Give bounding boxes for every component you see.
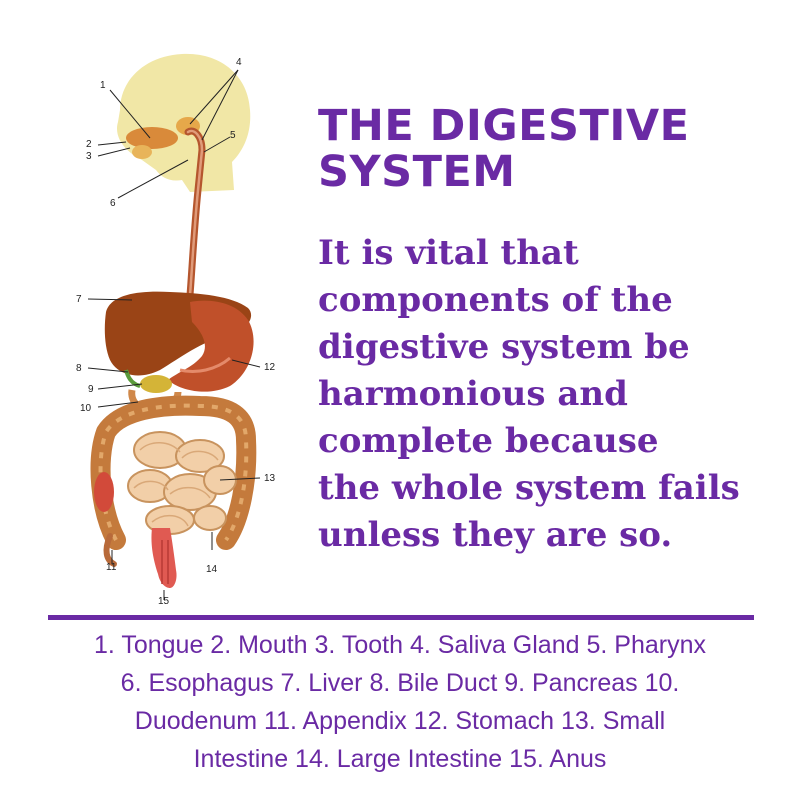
title-line-1: THE DIGESTIVE [318,101,690,151]
diagram-number-12: 12 [264,362,276,373]
title-line-2: SYSTEM [318,147,516,197]
legend-line: 6. Esophagus 7. Liver 8. Bile Duct 9. Pa… [120,669,680,697]
body-line: harmonious and [318,374,628,414]
body-line: complete because [318,421,659,461]
diagram-number-3: 3 [86,151,92,162]
diagram-number-13: 13 [264,473,276,484]
body-line: digestive system be [318,327,690,367]
diagram-number-14: 14 [206,564,218,575]
tongue-shape [126,127,178,149]
pancreas-shape [140,375,172,393]
legend: 1. Tongue 2. Mouth 3. Tooth 4. Saliva Gl… [30,626,770,778]
leader-lines [87,69,261,600]
diagram-number-4: 4 [236,57,242,68]
page-title: THE DIGESTIVE SYSTEM [318,103,758,195]
legend-line: Duodenum 11. Appendix 12. Stomach 13. Sm… [134,707,666,735]
digestive-system-diagram: 1 2 3 4 5 6 7 8 9 10 12 13 11 14 15 [70,40,300,610]
body-line: the whole system fails [318,468,740,508]
anus-shape [151,528,177,588]
diagram-number-5: 5 [230,130,236,141]
diagram-number-2: 2 [86,139,92,150]
diagram-number-15: 15 [158,596,170,607]
diagram-number-8: 8 [76,363,82,374]
diagram-number-1: 1 [100,80,106,91]
diagram-number-6: 6 [110,198,116,209]
stomach-shape [168,300,254,392]
legend-line: Intestine 14. Large Intestine 15. Anus [193,745,607,773]
digestive-system-illustration: 1 2 3 4 5 6 7 8 9 10 12 13 11 14 15 [76,53,276,607]
saliva-gland-shape-2 [132,145,152,159]
body-line: unless they are so. [318,515,673,555]
divider-rule [48,615,754,620]
body-line: It is vital that [318,233,579,273]
diagram-number-7: 7 [76,294,82,305]
diagram-number-10: 10 [80,403,92,414]
body-line: components of the [318,280,673,320]
small-intestine-shape [127,431,237,535]
diagram-number-11: 11 [106,562,117,573]
body-statement: It is vital that components of the diges… [318,230,788,559]
diagram-number-9: 9 [88,384,94,395]
legend-line: 1. Tongue 2. Mouth 3. Tooth 4. Saliva Gl… [94,631,706,659]
